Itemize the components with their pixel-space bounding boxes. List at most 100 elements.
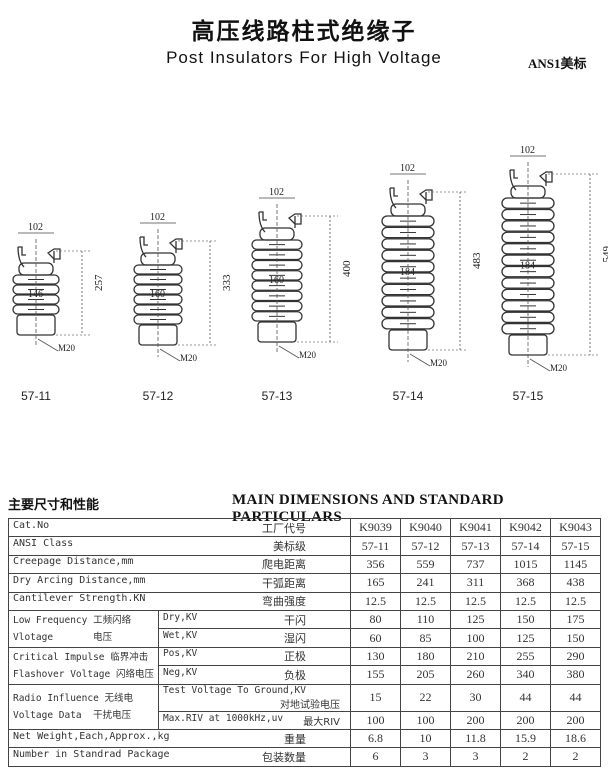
leader-line xyxy=(159,348,181,362)
value-cell: 12.5 xyxy=(550,591,601,611)
value-cell: 150 xyxy=(550,628,601,648)
value-cell: 737 xyxy=(450,554,501,575)
insulator-cap xyxy=(17,246,61,268)
sub-label-en: Neg,KV xyxy=(162,666,198,678)
insulator-cap xyxy=(389,187,433,209)
value-cell: 57-13 xyxy=(450,536,501,556)
group-label-line2: Flashover Voltage 闪络电压 xyxy=(13,668,154,680)
value-cell: K9039 xyxy=(350,517,401,538)
value-cell: 3 xyxy=(450,747,501,767)
value-cell: 2 xyxy=(500,747,551,767)
leader-line xyxy=(278,345,300,359)
value-cell: 438 xyxy=(550,573,601,593)
diameter-label: 184 xyxy=(400,267,415,278)
leader-line xyxy=(37,338,59,352)
diameter-label: 184 xyxy=(520,261,535,272)
value-cell: 368 xyxy=(500,573,551,593)
row-label-en: Cat.No xyxy=(13,519,50,531)
thread-label: M20 xyxy=(430,358,448,368)
value-cell: 2 xyxy=(550,747,601,767)
model-label: 57-15 xyxy=(513,389,544,403)
value-cell: K9041 xyxy=(450,517,501,538)
value-cell: 340 xyxy=(500,665,551,685)
sub-label-cn: 最大RIV xyxy=(303,716,340,728)
value-cell: 241 xyxy=(400,573,451,593)
value-cell: 130 xyxy=(350,646,401,667)
value-cell: 210 xyxy=(450,646,501,667)
row-label-cn: 包装数量 xyxy=(262,750,306,764)
height-label: 333 xyxy=(221,274,233,291)
top-width-label: 102 xyxy=(28,222,43,233)
group-label: Critical Impulse 临界冲击 Flashover Voltage 闪… xyxy=(8,646,159,685)
value-cell: 57-15 xyxy=(550,536,601,556)
insulator-cap xyxy=(509,169,553,191)
value-cell: 100 xyxy=(450,628,501,648)
page-title: 高压线路柱式绝缘子 xyxy=(191,19,417,45)
top-width-label: 102 xyxy=(400,163,415,174)
value-cell: 180 xyxy=(400,646,451,667)
value-cell: 6 xyxy=(350,747,401,767)
row-label-cn: 弯曲强度 xyxy=(262,595,306,609)
value-cell: 165 xyxy=(350,573,401,593)
row-label-en: Dry Arcing Distance,mm xyxy=(13,574,146,586)
value-cell: 175 xyxy=(550,609,601,630)
standard-label: ANS1美标 xyxy=(528,56,587,71)
sub-label-en: Max.RIV at 1000kHz,uv xyxy=(162,712,284,724)
value-cell: 44 xyxy=(550,683,601,712)
sub-label-cn: 对地试验电压 xyxy=(280,699,340,711)
sub-label-en: Test Voltage To Ground,KV xyxy=(162,684,306,696)
row-label-en: Net Weight,Each,Approx.,kg xyxy=(13,730,170,742)
thread-label: M20 xyxy=(180,353,198,363)
sub-label-cn: 正极 xyxy=(284,650,306,664)
row-label-cn: 美标级 xyxy=(273,540,306,554)
value-cell: 125 xyxy=(450,609,501,630)
leader-line xyxy=(529,358,551,372)
value-cell: 205 xyxy=(400,665,451,685)
value-cell: 559 xyxy=(400,554,451,575)
insulator-cap xyxy=(258,211,302,233)
thread-label: M20 xyxy=(299,350,317,360)
value-cell: 155 xyxy=(350,665,401,685)
sub-label-cn: 干闪 xyxy=(284,613,306,627)
section-title-cn: 主要尺寸和性能 xyxy=(8,498,100,513)
value-cell: 18.6 xyxy=(550,728,601,749)
value-cell: 44 xyxy=(500,683,551,712)
diameter-label: 160 xyxy=(269,275,284,286)
top-width-label: 102 xyxy=(520,145,535,156)
insulator-cap xyxy=(139,236,183,258)
sub-label-cn: 负极 xyxy=(284,668,306,682)
value-cell: 22 xyxy=(400,683,451,712)
value-cell: K9042 xyxy=(500,517,551,538)
value-cell: 57-12 xyxy=(400,536,451,556)
value-cell: 60 xyxy=(350,628,401,648)
value-cell: 380 xyxy=(550,665,601,685)
row-label-cn: 重量 xyxy=(284,732,306,746)
row-label-cn: 工厂代号 xyxy=(262,521,306,535)
diameter-label: 160 xyxy=(150,289,165,300)
row-label-en: ANSI Class xyxy=(13,538,74,550)
leader-line xyxy=(409,353,431,367)
value-cell: 150 xyxy=(500,609,551,630)
value-cell: 12.5 xyxy=(450,591,501,611)
value-cell: 11.8 xyxy=(450,728,501,749)
value-cell: 12.5 xyxy=(400,591,451,611)
group-label-line2: Voltage Data 干扰电压 xyxy=(13,709,132,721)
sub-label-en: Wet,KV xyxy=(162,630,198,642)
top-width-label: 102 xyxy=(150,212,165,223)
value-cell: K9043 xyxy=(550,517,601,538)
sub-label-cn: 湿闪 xyxy=(284,632,306,646)
sub-label-en: Dry,KV xyxy=(162,611,198,623)
diameter-label: 146 xyxy=(28,289,43,300)
value-cell: 30 xyxy=(450,683,501,712)
value-cell: 200 xyxy=(500,710,551,730)
group-label-line1: Critical Impulse 临界冲击 xyxy=(13,651,149,663)
height-label: 400 xyxy=(341,260,353,277)
